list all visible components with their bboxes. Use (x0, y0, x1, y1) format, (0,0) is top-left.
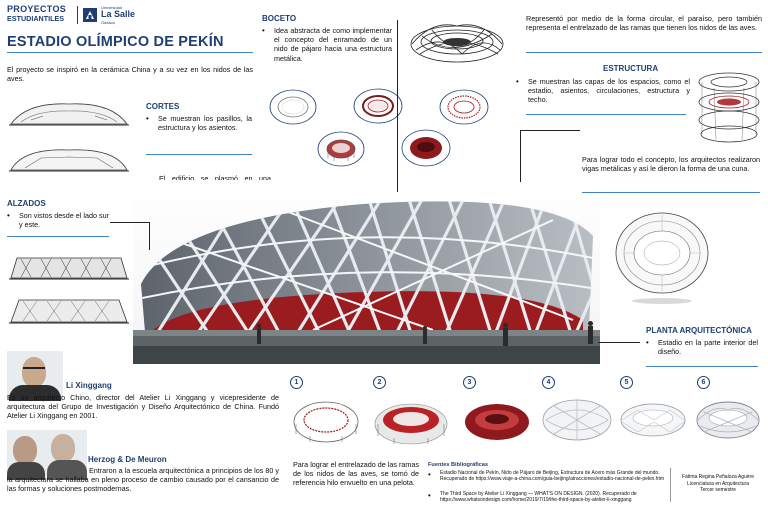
alzados-text: Son vistos desde el lado sur y este. (19, 211, 109, 230)
step-number: 5 (620, 376, 633, 389)
step-number: 2 (373, 376, 386, 389)
fuentes-item: • The Third Space by Atelier Li Xinggang… (428, 491, 664, 503)
fuentes-item-text: Estadio Nacional de Pekín, Nido de Pájar… (440, 470, 665, 483)
estructura-heading: ESTRUCTURA (603, 64, 659, 73)
floor-plan-drawing (612, 205, 712, 305)
fuentes-block: Fuentes Bibliográficas • Estadio Naciona… (428, 462, 666, 508)
estructura-bullet: • Se muestran las capas de los espacios,… (516, 77, 690, 105)
bullet-dot: • (428, 491, 431, 500)
uni-city: Oaxaca (101, 20, 115, 25)
fuentes-item: • Estadio Nacional de Pekín, Nido de Páj… (428, 470, 664, 482)
li-xinggang-photo (7, 351, 63, 401)
nest-sketch (402, 10, 512, 74)
alzados-rule (7, 236, 109, 237)
leader-line-estructura-h (520, 130, 580, 131)
author-semester: Tercer semestre (700, 487, 736, 493)
leader-line-planta (598, 342, 640, 343)
step-number: 1 (290, 376, 303, 389)
ring-sketch-5 (400, 128, 452, 168)
leader-line-alzados (110, 222, 150, 223)
bullet-dot: • (262, 26, 265, 35)
planta-text: Estadio en la parte interior del diseño. (658, 338, 758, 357)
ring-sketch-2 (352, 87, 404, 125)
step-image-5 (618, 396, 688, 444)
alzados-heading: ALZADOS (7, 199, 46, 208)
face-shape (13, 436, 37, 464)
brand-divider (77, 6, 78, 24)
cortes-rule (146, 154, 252, 155)
step-number: 3 (463, 376, 476, 389)
alzados-bullet: • Son vistos desde el lado sur y este. (7, 211, 109, 229)
planta-rule (646, 366, 758, 367)
vigas-rule (582, 192, 760, 193)
suit-shape (9, 385, 61, 401)
herzog-de-meuron-photo (7, 430, 87, 480)
bullet-dot: • (7, 211, 10, 220)
title-rule (7, 52, 253, 53)
brand-block: PROYECTOS ESTUDIANTILES Universidad La S… (7, 4, 137, 28)
alzado-drawing-2 (7, 292, 131, 328)
corte-drawing-1 (7, 98, 131, 130)
corte-drawing-2 (7, 142, 131, 176)
step-number: 6 (697, 376, 710, 389)
step-image-6 (694, 394, 762, 444)
suit-shape (7, 462, 45, 480)
step-image-1 (290, 392, 362, 448)
boceto-heading: BOCETO (262, 14, 297, 23)
uni-name: La Salle (101, 9, 136, 19)
ring-sketch-3 (438, 88, 490, 126)
architect-2-name: Herzog & De Meuron (88, 455, 167, 464)
planta-bullet: • Estadio en la parte interior del diseñ… (646, 338, 758, 356)
cortes-bullet: • Se muestran los pasillos, la estructur… (146, 114, 252, 132)
architect-1-bio: Es un arquitecto Chino, director del Ate… (7, 393, 279, 421)
fuentes-divider (670, 468, 671, 502)
bullet-dot: • (146, 114, 149, 123)
ring-sketch-4 (316, 130, 366, 168)
vigas-text: Para lograr todo el concepto, los arquit… (582, 155, 760, 174)
author-career: Licenciatura en Arquitectura (687, 480, 749, 487)
uni-small: Universidad (101, 5, 123, 10)
stadium-photo (133, 180, 600, 364)
estructura-rule (526, 114, 686, 115)
face-shape (51, 434, 75, 462)
brand-line1: PROYECTOS (7, 4, 67, 14)
circular-form-text: Representó por medio de la forma circula… (526, 14, 762, 33)
face-shape (22, 357, 46, 387)
alzado-drawing-1 (7, 250, 131, 282)
bullet-dot: • (428, 470, 431, 479)
step-image-4 (540, 394, 614, 446)
step-number: 4 (542, 376, 555, 389)
estructura-text: Se muestran las capas de los espacios, c… (528, 77, 690, 105)
page-title: ESTADIO OLÍMPICO DE PEKÍN (7, 34, 224, 50)
bullet-dot: • (646, 338, 649, 347)
cortes-heading: CORTES (146, 102, 180, 111)
step-image-3 (462, 396, 532, 446)
leader-line-alzados-v (149, 222, 150, 250)
entrelazado-text: Para lograr el entrelazado de las ramas … (293, 460, 419, 488)
architect-2-bio: Entraron a la escuela arquitectónica a p… (7, 466, 279, 494)
suit-shape (47, 460, 87, 480)
step-image-2 (372, 394, 450, 448)
cortes-text: Se muestran los pasillos, la estructura … (158, 114, 252, 133)
author-block: Fátima Regina Peñaloza Aguirre Licenciat… (674, 474, 762, 494)
brand-line2: ESTUDIANTILES (7, 14, 65, 23)
leader-line-boceto (397, 20, 398, 192)
ring-sketch-1 (268, 88, 318, 126)
leader-line-estructura (520, 130, 521, 182)
planta-heading: PLANTA ARQUITECTÓNICA (646, 326, 752, 335)
bullet-dot: • (516, 77, 519, 86)
architect-1-name: Li Xinggang (66, 381, 112, 390)
glasses-shape (23, 367, 45, 371)
intro-text: El proyecto se inspiró en la cerámica Ch… (7, 65, 253, 84)
fuentes-heading: Fuentes Bibliográficas (428, 462, 488, 468)
circular-rule (526, 52, 762, 53)
boceto-text: Idea abstracta de como implementar el co… (274, 26, 392, 63)
fuentes-item-text: The Third Space by Atelier Li Xinggang —… (440, 491, 637, 504)
lasalle-logo-icon (83, 8, 97, 22)
exploded-layers-drawing (694, 68, 764, 146)
author-name: Fátima Regina Peñaloza Aguirre (682, 474, 754, 480)
boceto-bullet: • Idea abstracta de como implementar el … (262, 26, 392, 63)
